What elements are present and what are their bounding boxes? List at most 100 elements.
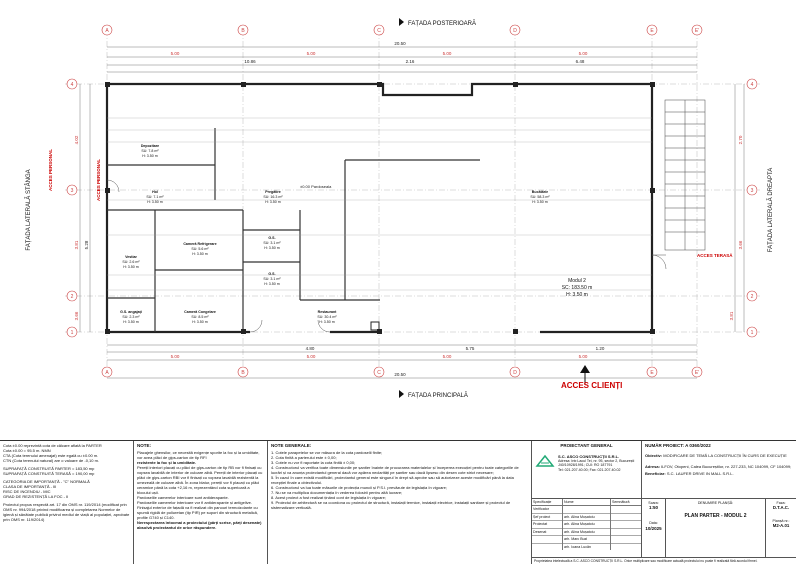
svg-text:5.00: 5.00 <box>307 51 316 56</box>
svg-text:2.70: 2.70 <box>738 135 743 144</box>
facade-principal-label: FAȚADA PRINCIPALĂ <box>408 392 468 399</box>
svg-text:H: 3.50 m: H: 3.50 m <box>142 154 158 158</box>
table-row: Verificator <box>532 505 641 514</box>
room-gs-1: G.S.SU: 3.1 m²H: 3.50 m <box>263 236 281 250</box>
svg-text:H: 3.50 m: H: 3.50 m <box>532 200 548 204</box>
svg-text:H: 3.50 m: H: 3.50 m <box>123 320 139 324</box>
dimensions-bottom <box>107 344 697 379</box>
svg-text:5.00: 5.00 <box>443 354 452 359</box>
doors <box>106 179 667 333</box>
terrace-access-label: ACCES TERASĂ <box>697 252 733 258</box>
svg-text:Cameră Refrigerare: Cameră Refrigerare <box>183 242 216 246</box>
svg-text:SU: 7.1 m²: SU: 7.1 m² <box>146 195 164 199</box>
svg-text:5.28: 5.28 <box>84 240 89 249</box>
svg-text:Restaurant: Restaurant <box>318 310 338 314</box>
axis-bubbles <box>66 24 758 378</box>
svg-text:H: 3.50 m: H: 3.50 m <box>566 292 588 298</box>
svg-text:5.75: 5.75 <box>466 346 475 351</box>
svg-text:G.S.: G.S. <box>268 236 275 240</box>
svg-text:3.66: 3.66 <box>74 311 79 320</box>
dimension-labels-top: 20.50 5.00 5.00 5.00 5.00 10.86 6.48 2.1… <box>171 41 588 64</box>
table-row: arh. Ioana Lucăn <box>532 543 641 551</box>
structural-lines <box>107 117 652 291</box>
svg-text:3.66: 3.66 <box>738 240 743 249</box>
svg-text:4: 4 <box>751 82 754 88</box>
svg-text:Vestiar: Vestiar <box>125 255 137 259</box>
module-label: Modul 2 SC: 183.50 m H: 3.50 m <box>562 278 593 298</box>
svg-text:D: D <box>513 28 517 34</box>
svg-text:3: 3 <box>71 188 74 194</box>
general-notes: NOTE GENERALE: 1. Cotele parapetelor se … <box>268 441 532 564</box>
room-gs-2: G.S.SU: 3.1 m²H: 3.50 m <box>263 272 281 286</box>
phase-value: D.T.A.C. <box>772 505 790 511</box>
svg-text:H: 3.50 m: H: 3.50 m <box>192 320 208 324</box>
facade-right-label: FAȚADA LATERALĂ DREAPTA <box>767 168 774 252</box>
svg-text:SU: 3.1 m²: SU: 3.1 m² <box>263 241 281 245</box>
svg-text:3: 3 <box>751 188 754 194</box>
company-block: PROIECTANT GENERAL S.C. ASCO CONSTRUCȚII… <box>532 441 642 499</box>
svg-text:2: 2 <box>71 294 74 300</box>
svg-text:H: 3.50 m: H: 3.50 m <box>264 246 280 250</box>
scale-date-block: Scara: 1:50 Data: 10/2025 <box>642 499 666 557</box>
svg-text:SU: 30.4 m²: SU: 30.4 m² <box>317 315 337 319</box>
svg-text:SU: 7.8 m²: SU: 7.8 m² <box>141 149 159 153</box>
svg-text:H: 3.50 m: H: 3.50 m <box>147 200 163 204</box>
svg-text:5.00: 5.00 <box>171 354 180 359</box>
dimension-labels-bottom: 5.00 5.00 5.00 5.00 4.80 5.75 1.20 20.50 <box>171 346 605 377</box>
svg-text:SU: 58.3 m²: SU: 58.3 m² <box>530 195 550 199</box>
staff-access-label-2: ACCES PERSONAL <box>96 159 101 201</box>
svg-text:1.20: 1.20 <box>596 346 605 351</box>
dimensions-sides <box>79 84 745 332</box>
facade-posterior-label: FAȚADA POSTERIOARĂ <box>408 20 476 27</box>
scale-value: 1:50 <box>648 505 658 511</box>
svg-text:H: 3.50 m: H: 3.50 m <box>123 265 139 269</box>
svg-text:E': E' <box>695 370 699 376</box>
interior-walls <box>107 128 480 332</box>
svg-text:A: A <box>105 370 109 376</box>
svg-text:20.50: 20.50 <box>394 41 406 46</box>
level-label: ±0.00 Pardoseala <box>300 184 332 189</box>
svg-text:SU: 5.6 m²: SU: 5.6 m² <box>191 247 209 251</box>
svg-text:E: E <box>650 28 654 34</box>
svg-text:C: C <box>377 28 381 34</box>
svg-text:2.16: 2.16 <box>406 59 415 64</box>
svg-text:1: 1 <box>751 330 754 336</box>
svg-text:Hol: Hol <box>152 190 158 194</box>
outer-walls <box>105 82 654 334</box>
svg-text:SU: 3.1 m²: SU: 3.1 m² <box>263 277 281 281</box>
axis-labels: A B C D E E' A B C D E E' 4 3 2 1 4 3 2 … <box>71 28 754 376</box>
svg-text:D: D <box>513 370 517 376</box>
svg-text:SU: 8.5 m²: SU: 8.5 m² <box>191 315 209 319</box>
svg-text:Cameră Congelare: Cameră Congelare <box>184 310 216 314</box>
floor-plan-drawing: A B C D E E' A B C D E E' 4 3 2 1 4 3 2 … <box>25 18 774 399</box>
svg-text:A: A <box>105 28 109 34</box>
svg-text:H: 3.50 m: H: 3.50 m <box>265 200 281 204</box>
svg-text:C: C <box>377 370 381 376</box>
svg-text:2: 2 <box>751 294 754 300</box>
svg-text:SC: 183.50 m: SC: 183.50 m <box>562 285 593 291</box>
svg-text:1: 1 <box>71 330 74 336</box>
phase-sheet-block: Faza: D.T.A.C. Planșă nr.: M2-A.01 <box>766 499 796 557</box>
note-block: NOTE: Placajele ghensilor, ce necesită e… <box>134 441 268 564</box>
plan-name-block: DENUMIRE PLANȘĂ: PLAN PARTER - MODUL 2 <box>666 499 766 557</box>
terrace-stairs <box>664 99 706 251</box>
svg-text:10.86: 10.86 <box>244 59 256 64</box>
sheet-number: M2-A.01 <box>772 523 790 529</box>
svg-text:Modul 2: Modul 2 <box>568 278 586 284</box>
svg-text:E': E' <box>695 28 699 34</box>
svg-text:5.00: 5.00 <box>171 51 180 56</box>
signature-table: Specificație Nume Semnătură Verificator … <box>532 499 642 557</box>
svg-text:H: 3.50 m: H: 3.50 m <box>264 282 280 286</box>
